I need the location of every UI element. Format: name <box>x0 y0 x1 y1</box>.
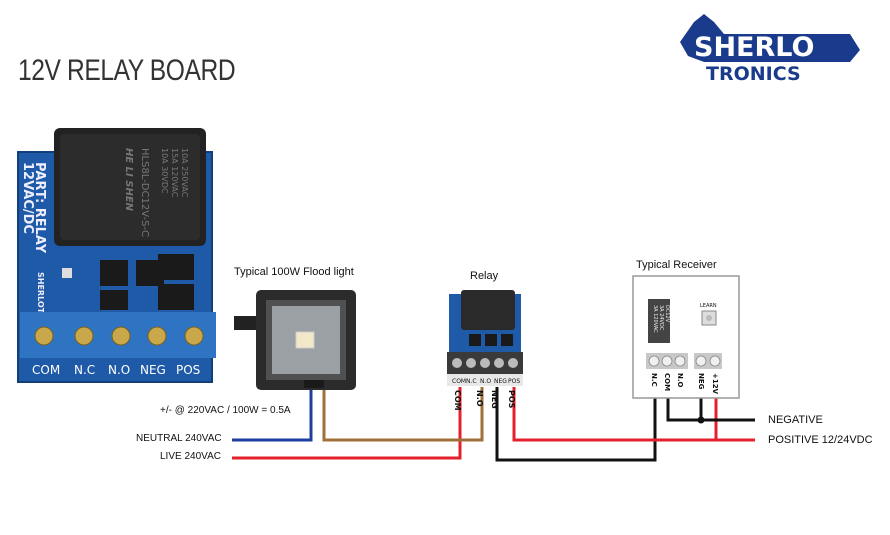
board-terminal-label-3: NEG <box>140 363 166 377</box>
logo-line1: SHERLO <box>694 32 814 63</box>
load-note: +/- @ 220VAC / 100W = 0.5A <box>160 405 291 416</box>
board-relay-text-3: HLS8L-DC12V-S-C <box>139 148 150 237</box>
board-terminal-label-0: COM <box>32 363 60 377</box>
relay-label-no: N.O <box>475 390 484 407</box>
relay-label-neg: NEG <box>490 390 499 409</box>
sherlotronics-logo: SHERLO TRONICS <box>680 14 860 84</box>
relay-pin-labels: COM N.O NEG POS <box>453 390 516 411</box>
board-relay-text-2: 10A 30VDC <box>160 148 169 194</box>
receiver-terminal-2: N.O <box>676 373 684 388</box>
relay-pin-2: N.O <box>480 378 491 385</box>
receiver-learn-label: LEARN <box>700 303 717 309</box>
receiver-terminal-3: NEG <box>697 373 705 390</box>
board-side-text: SHERLOTRONICS <box>36 272 45 348</box>
relay-label-pos: POS <box>507 390 516 409</box>
live-wire <box>232 387 462 460</box>
board-part-text-1: 12VAC/DC <box>20 162 35 234</box>
relay-pin-3: NEG <box>494 378 507 385</box>
board-relay-text-1: 15A 120VAC <box>170 148 179 198</box>
relay-module: COM N.C N.O NEG POS <box>447 290 523 386</box>
receiver-relay-text-0: 3A 120VAC <box>652 305 658 333</box>
receiver-terminal-0: N.C <box>650 373 658 387</box>
board-part-text-0: PART: RELAY <box>32 162 47 254</box>
relay-pin-0: COM <box>452 378 466 385</box>
negative-label: NEGATIVE <box>768 414 823 426</box>
flood-light-caption: Typical 100W Flood light <box>234 266 354 278</box>
receiver-relay-text-2: DC12V <box>664 305 670 323</box>
relay-label-com: COM <box>453 390 462 411</box>
relay-pin-1: N.C <box>466 378 477 385</box>
relay-negative-wire <box>495 387 657 462</box>
board-terminal-label-2: N.O <box>108 363 130 377</box>
neutral-label: NEUTRAL 240VAC <box>136 433 222 444</box>
positive-label: POSITIVE 12/24VDC <box>768 434 873 446</box>
board-relay-text-0: 10A 250VAC <box>180 148 189 198</box>
board-terminal-label-1: N.C <box>74 363 95 377</box>
receiver-terminal-4: +12V <box>711 373 719 395</box>
receiver-caption: Typical Receiver <box>636 259 717 271</box>
relay-board-photo: 10A 250VAC 15A 120VAC 10A 30VDC HLS8L-DC… <box>17 128 216 383</box>
junction-dot <box>697 416 705 424</box>
flood-light <box>234 290 356 390</box>
receiver-module: 3A 120VAC 3A 24VDC DC12V LEARN N.C COM N… <box>632 275 740 399</box>
load-wire <box>322 380 484 442</box>
live-label: LIVE 240VAC <box>160 451 221 462</box>
negative-wire <box>666 395 755 422</box>
board-relay-text-4: HE LI SHEN <box>123 148 134 212</box>
relay-positive-wire <box>512 387 755 442</box>
board-terminal-label-4: POS <box>176 363 200 377</box>
logo-line2: TRONICS <box>706 63 801 84</box>
receiver-relay-text-1: 3A 24VDC <box>658 305 664 331</box>
relay-pin-4: POS <box>508 378 520 385</box>
relay-caption: Relay <box>470 270 499 282</box>
neutral-wire <box>232 380 313 442</box>
page-title: 12V RELAY BOARD <box>18 54 236 87</box>
receiver-terminal-1: COM <box>663 373 671 391</box>
